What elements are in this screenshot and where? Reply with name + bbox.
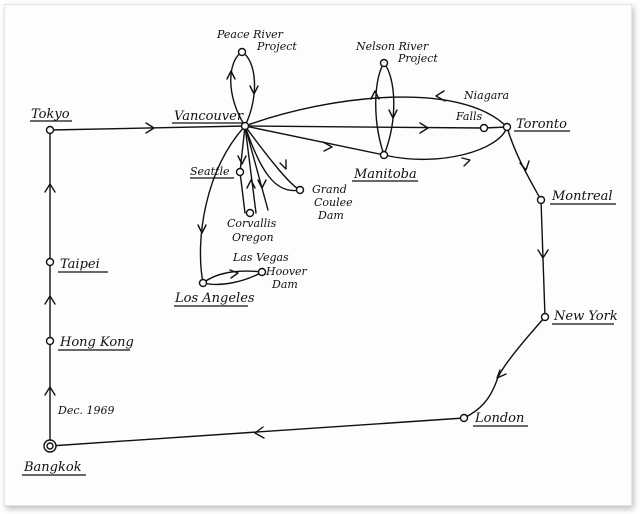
label-hoover: Hoover [265,265,308,278]
label-seattle: Seattle [190,165,230,178]
label-dam-coulee: Dam [317,209,344,222]
stop-manitoba [379,150,389,160]
route-vancouver-corvallis-b [244,125,269,211]
arrow-london-bangkok [254,426,265,439]
stop-las-vegas [257,267,267,277]
label-nelson-river: Nelson River [355,40,429,53]
arrow-montreal-newyork [537,249,549,259]
label-toronto: Toronto [516,117,567,132]
label-bangkok: Bangkok [23,460,82,475]
label-grand: Grand [312,183,347,196]
route-new-york-london [463,316,546,419]
route-seattle-corvallis [239,171,246,214]
route-vancouver-seattle [239,125,246,173]
route-manitoba-toronto [383,126,508,161]
route-vancouver-corvallis-a [244,125,257,214]
arrow-grand-coulee [279,159,287,170]
arrow-tokyo-vancouver [145,122,155,134]
label-london: London [474,411,524,426]
label-las-vegas: Las Vegas [232,251,289,264]
label-oregon: Oregon [232,231,274,244]
stop-tokyo [45,125,55,135]
arrow-manitoba-toronto [461,157,471,167]
stop-los-angeles [198,278,208,288]
arrow-bangkok-up-1 [44,386,56,396]
stop-peace-river [237,47,247,57]
arrow-nelson-up [370,90,380,100]
stop-nelson-river [379,58,389,68]
label-peace-river: Peace River [216,28,284,41]
stop-taipei [45,257,55,267]
label-los-angeles: Los Angeles [174,291,255,306]
label-corvallis: Corvallis [227,217,277,230]
stop-corvallis [245,208,255,218]
stop-grand-coulee [295,185,305,195]
arrow-toronto-arc [435,90,446,102]
stop-seattle [235,167,245,177]
label-manitoba: Manitoba [353,167,417,182]
arrow-newyork-london [496,369,507,379]
label-montreal: Montreal [551,189,613,204]
label-tokyo: Tokyo [31,107,70,122]
stop-toronto [502,122,512,132]
paper-sheet [4,4,632,506]
stop-bangkok-inner [46,442,54,450]
label-niagara: Niagara [463,89,509,102]
route-grand-coulee-return [244,125,301,192]
route-tokyo-vancouver [49,125,246,131]
route-vancouver-los-angeles [199,125,246,284]
route-nelson-river-loop [375,62,395,156]
arrow-vegas [229,269,239,279]
route-vancouver-niagara [244,125,485,129]
label-date: Dec. 1969 [57,404,114,417]
stop-niagara [479,123,489,133]
label-hoover-dam: Dam [271,278,298,291]
arrow-los-angeles [197,224,207,234]
arrow-peace-up [226,70,236,80]
label-coulee: Coulee [314,196,353,209]
arrow-corvallis-down [257,179,267,189]
arrow-bangkok-up-3 [44,183,56,193]
label-nelson-river-project: Project [397,52,438,65]
arrow-bangkok-up-2 [44,295,56,305]
arrow-corvallis-up [246,179,256,189]
stop-hong-kong [45,336,55,346]
stop-montreal [536,195,546,205]
arrow-to-manitoba [322,141,333,152]
arrow-toronto-montreal [519,160,530,171]
label-peace-river-project: Project [256,40,297,53]
stop-new-york [540,312,550,322]
arrow-peace-down [249,85,259,95]
arrow-to-niagara [419,122,429,134]
arrow-nelson-down [388,109,398,119]
route-vancouver-manitoba [244,125,385,156]
label-hong-kong: Hong Kong [59,335,134,350]
route-toronto-vancouver-arc [244,96,508,128]
label-vancouver: Vancouver [174,109,244,124]
route-toronto-montreal [506,126,542,201]
label-new-york: New York [553,309,618,324]
label-falls: Falls [455,110,482,123]
stop-london [459,413,469,423]
arrow-vancouver-seattle [237,155,247,165]
label-taipei: Taipei [60,257,100,272]
stop-vancouver [240,121,250,131]
